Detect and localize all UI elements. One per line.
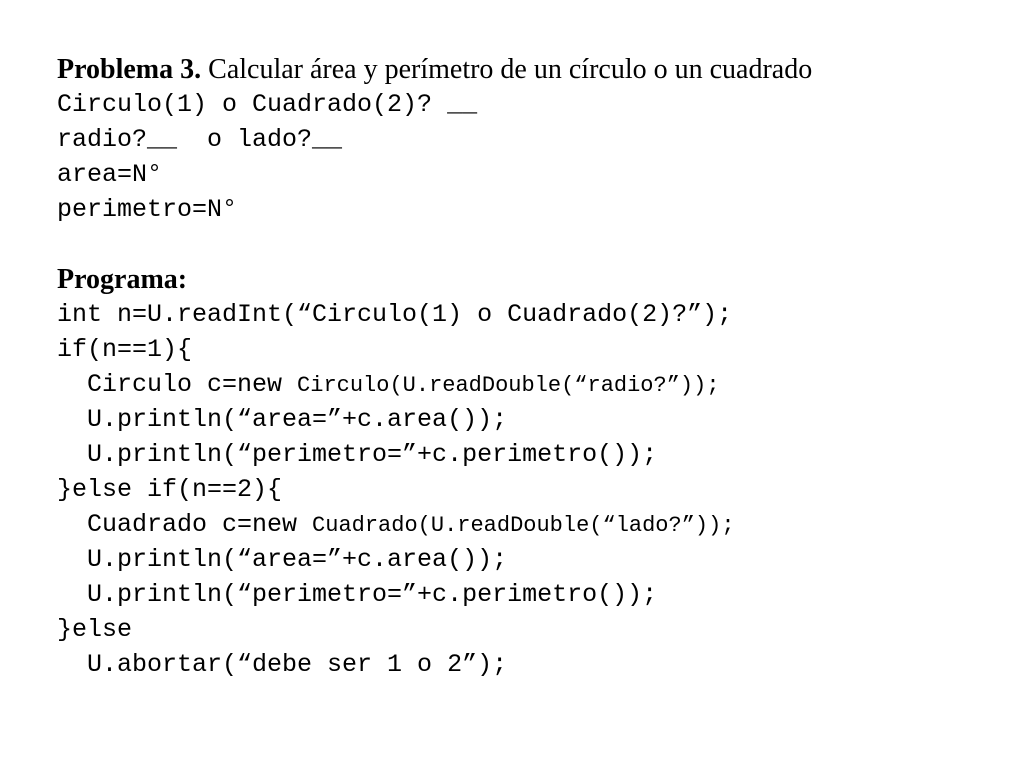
code-line-9: U.println(“perimetro=”+c.perimetro()); (57, 580, 658, 609)
code-line-3-start: Circulo c=new (57, 370, 298, 399)
code-line-7: Cuadrado c=new Cuadrado(U.readDouble(“la… (57, 507, 1007, 542)
problem-area-line: area=N° (57, 160, 163, 189)
problem-heading-text: Calcular área y perímetro de un círculo … (201, 54, 813, 85)
code-line-3-end: Circulo(U.readDouble(“radio?”)); (297, 373, 720, 398)
code-line-11: U.abortar(“debe ser 1 o 2”); (57, 650, 508, 679)
code-line-2: if(n==1){ (57, 335, 193, 364)
problem-input-line: radio?__ o lado?__ (57, 125, 343, 154)
code-line-6: }else if(n==2){ (57, 475, 283, 504)
program-heading: Programa: (57, 264, 188, 295)
spacer (57, 227, 1007, 262)
code-line-7-start: Cuadrado c=new (57, 510, 313, 539)
problem-prompt-line: Circulo(1) o Cuadrado(2)? __ (57, 90, 478, 119)
slide-content: Problema 3. Calcular área y perímetro de… (57, 52, 1007, 682)
code-line-5: U.println(“perimetro=”+c.perimetro()); (57, 440, 658, 469)
code-line-1: int n=U.readInt(“Circulo(1) o Cuadrado(2… (57, 300, 733, 329)
problem-heading: Problema 3. Calcular área y perímetro de… (57, 52, 1007, 87)
code-line-8: U.println(“area=”+c.area()); (57, 545, 508, 574)
problem-perimeter-line: perimetro=N° (57, 195, 238, 224)
code-line-10: }else (57, 615, 133, 644)
problem-heading-number: Problema 3. (57, 54, 202, 85)
code-line-3: Circulo c=new Circulo(U.readDouble(“radi… (57, 367, 1007, 402)
code-line-7-end: Cuadrado(U.readDouble(“lado?”)); (312, 513, 735, 538)
code-line-4: U.println(“area=”+c.area()); (57, 405, 508, 434)
